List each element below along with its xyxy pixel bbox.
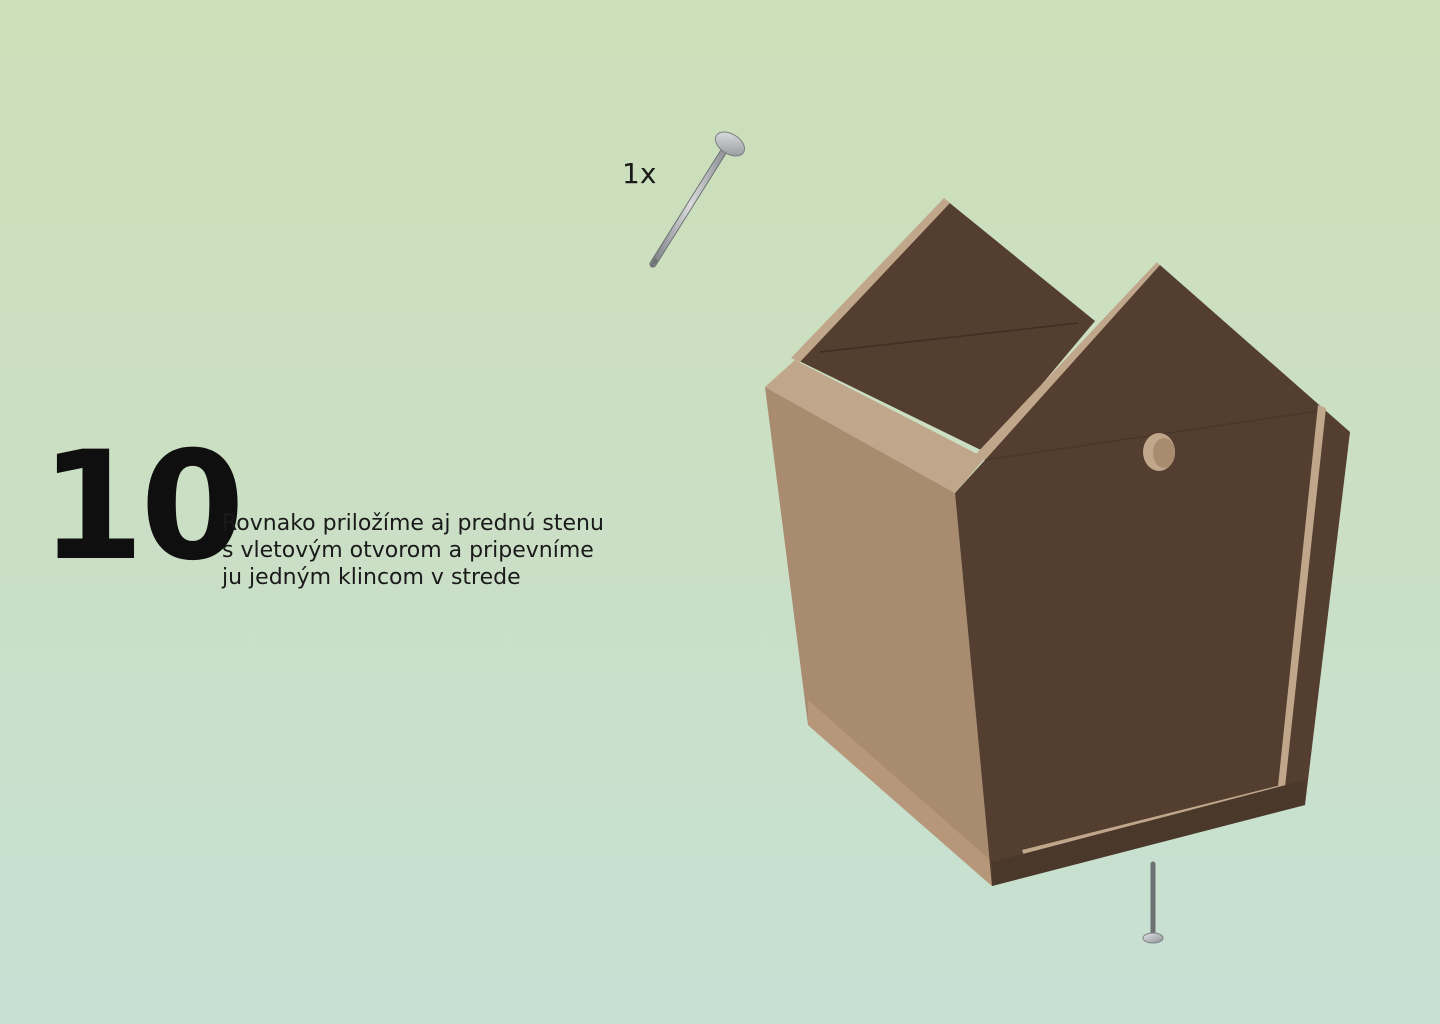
back-wall: [793, 200, 1095, 452]
step-instructions: Rovnako priložíme aj prednú stenu s vlet…: [222, 510, 604, 591]
side-wall-top-edge: [765, 360, 985, 493]
step-number: 10: [40, 420, 245, 594]
nail-icon: [649, 131, 746, 268]
front-wall-edge: [975, 262, 1162, 460]
side-wall: [765, 387, 992, 886]
instruction-line-3: ju jedným klincom v strede: [222, 565, 521, 590]
bottom-nail-icon: [1142, 861, 1164, 944]
nail-quantity-label: 1x: [622, 157, 657, 190]
bottom-board-side: [808, 700, 992, 886]
back-wall-edge: [791, 198, 950, 362]
front-wall-trim: [1278, 405, 1326, 787]
bottom-board-front: [992, 780, 1305, 886]
birdhouse-icon: [765, 198, 1350, 886]
instruction-line-1: Rovnako priložíme aj prednú stenu: [222, 511, 604, 536]
instruction-line-2: s vletovým otvorom a pripevníme: [222, 538, 594, 563]
